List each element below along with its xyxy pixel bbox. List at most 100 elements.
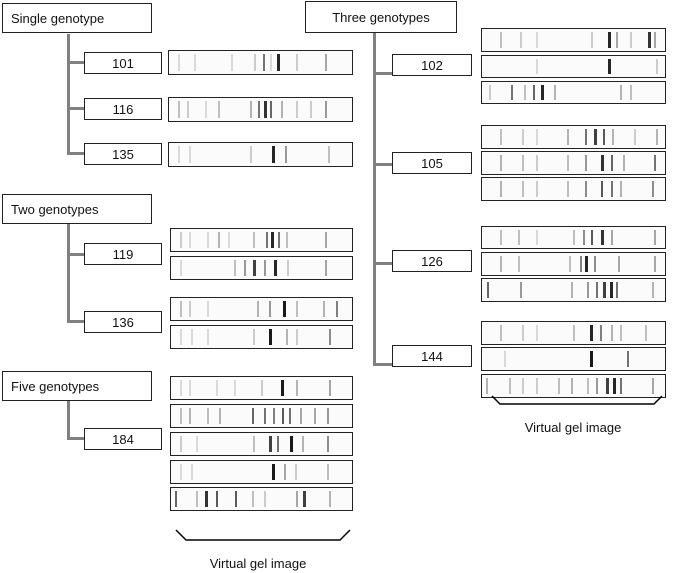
gel-band <box>580 256 582 272</box>
gel-band <box>253 329 255 345</box>
gel-band <box>554 85 556 100</box>
gel-band <box>541 85 544 100</box>
gel-band <box>630 32 632 48</box>
gel-band <box>536 59 538 74</box>
gel-band <box>611 230 613 245</box>
gel-band <box>207 301 209 317</box>
gel-band <box>269 436 272 452</box>
gel-band <box>616 282 618 298</box>
caption-virtual-gel-right: Virtual gel image <box>524 420 622 435</box>
category-two-genotypes: Two genotypes <box>2 194 152 224</box>
gel-lane <box>170 460 353 484</box>
gel-lane <box>481 81 666 104</box>
gel-band <box>654 155 656 171</box>
gel-band <box>652 378 654 394</box>
gel-band <box>500 129 502 145</box>
gel-band <box>504 351 506 367</box>
caption-virtual-gel-left: Virtual gel image <box>209 556 307 571</box>
gel-band <box>263 54 265 71</box>
gel-band <box>189 408 191 424</box>
gel-band <box>536 378 538 394</box>
gel-band <box>656 129 658 145</box>
gel-band <box>284 464 286 480</box>
gel-band <box>180 301 182 317</box>
gel-band <box>271 232 274 248</box>
connector-two-136 <box>67 320 84 323</box>
gel-band <box>328 146 330 163</box>
sample-136: 136 <box>84 311 162 333</box>
gel-band <box>189 301 191 317</box>
connector-five-184 <box>67 437 84 440</box>
gel-band <box>627 351 629 367</box>
gel-band <box>558 378 560 394</box>
gel-band <box>277 54 280 71</box>
gel-band <box>587 378 589 394</box>
gel-band <box>487 282 489 298</box>
gel-band <box>608 59 611 74</box>
gel-band <box>296 329 298 345</box>
gel-band <box>567 155 569 171</box>
gel-band <box>207 408 209 424</box>
gel-band <box>314 408 316 424</box>
gel-band <box>590 351 593 367</box>
gel-band <box>180 436 182 452</box>
gel-band <box>600 325 602 341</box>
gel-band <box>327 408 329 424</box>
sample-119: 119 <box>84 243 162 265</box>
gel-band <box>634 129 636 145</box>
gel-band <box>533 85 535 100</box>
gel-band <box>277 436 279 452</box>
gel-band <box>618 256 620 272</box>
gel-band <box>611 155 613 171</box>
gel-band <box>180 464 182 480</box>
gel-band <box>601 181 603 197</box>
gel-band <box>583 230 585 245</box>
gel-band <box>175 491 177 507</box>
gel-band <box>594 256 596 272</box>
gel-band <box>573 230 575 245</box>
gel-band <box>630 85 632 100</box>
connector-single-trunk <box>67 34 70 155</box>
gel-lane <box>481 125 666 149</box>
gel-band <box>216 380 218 396</box>
gel-band <box>285 146 287 163</box>
gel-band <box>522 155 524 171</box>
gel-band <box>585 129 587 145</box>
gel-band <box>274 260 277 276</box>
gel-band <box>228 232 230 248</box>
gel-lane <box>168 50 353 75</box>
gel-band <box>520 32 522 48</box>
gel-lane <box>170 376 353 400</box>
gel-band <box>652 181 654 197</box>
gel-band <box>180 329 182 345</box>
gel-band <box>603 129 605 145</box>
gel-band <box>325 101 327 118</box>
gel-band <box>196 491 198 507</box>
gel-band <box>652 282 654 298</box>
gel-band <box>269 301 271 317</box>
gel-band <box>623 155 625 171</box>
gel-band <box>290 436 293 452</box>
gel-band <box>189 232 191 248</box>
gel-band <box>253 436 255 452</box>
gel-band <box>536 155 538 171</box>
gel-band <box>287 260 289 276</box>
gel-band <box>571 282 573 298</box>
gel-band <box>216 491 218 507</box>
gel-band <box>522 181 524 197</box>
gel-band <box>300 408 302 424</box>
gel-band <box>207 329 209 345</box>
category-single-genotype: Single genotype <box>2 3 152 33</box>
sample-144: 144 <box>392 345 472 367</box>
gel-band <box>266 232 268 248</box>
gel-band <box>518 230 520 245</box>
gel-band <box>180 408 182 424</box>
gel-band <box>303 491 306 507</box>
gel-band <box>278 232 280 248</box>
sample-105: 105 <box>392 152 472 174</box>
gel-lane <box>481 55 666 78</box>
gel-band <box>648 32 651 48</box>
gel-band <box>486 378 488 394</box>
gel-band <box>612 129 614 145</box>
